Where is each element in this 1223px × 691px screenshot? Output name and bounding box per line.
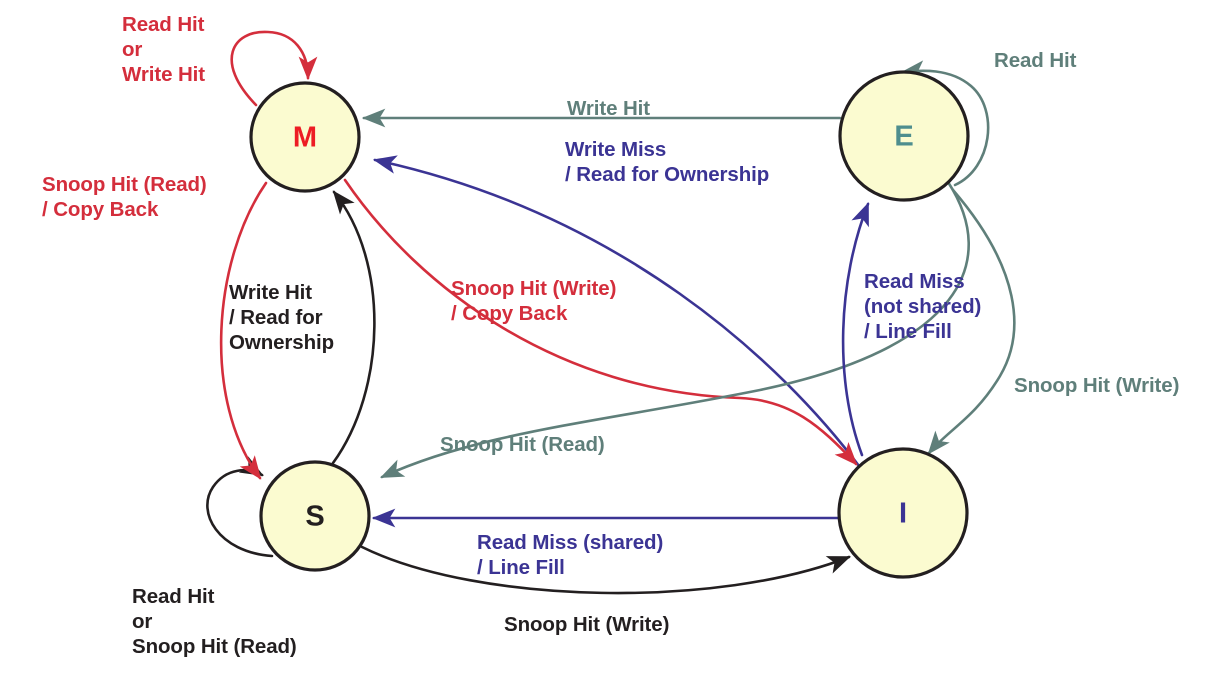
edge-label-s-to-i: Snoop Hit (Write) [504, 613, 670, 636]
node-M[interactable]: M [249, 81, 361, 193]
node-label-e: E [894, 121, 913, 153]
edge-label-e-to-m: Write Hit [567, 97, 651, 120]
edge-label-e-to-s: Snoop Hit (Read) [440, 433, 605, 456]
edge-m-to-i [343, 178, 858, 466]
node-circle-i[interactable] [837, 447, 969, 579]
edge-m-self [230, 30, 318, 107]
node-E[interactable]: E [838, 70, 970, 202]
edge-i-to-m [372, 155, 864, 472]
node-label-i: I [899, 498, 907, 530]
edge-s-to-m [331, 190, 376, 465]
edge-e-to-s [380, 180, 970, 479]
node-circle-m[interactable] [249, 81, 361, 193]
edge-m-to-s [219, 181, 268, 480]
edge-label-s-self: Read Hit or Snoop Hit (Read) [132, 585, 297, 658]
node-circle-s[interactable] [259, 460, 371, 572]
edge-e-to-i [927, 188, 1016, 455]
edge-i-to-e [841, 202, 870, 457]
node-S[interactable]: S [259, 460, 371, 572]
edge-label-e-self: Read Hit [994, 49, 1077, 72]
edge-s-to-i [360, 545, 851, 595]
edge-label-i-to-e: Read Miss (not shared) / Line Fill [864, 270, 982, 343]
edge-label-m-to-s: Snoop Hit (Read) / Copy Back [42, 173, 207, 221]
node-I[interactable]: I [837, 447, 969, 579]
edge-label-i-to-s: Read Miss (shared) / Line Fill [477, 531, 664, 579]
edge-label-m-to-i: Snoop Hit (Write) / Copy Back [451, 277, 617, 325]
edge-label-m-self: Read Hit or Write Hit [122, 13, 206, 86]
node-label-s: S [305, 501, 324, 533]
node-label-m: M [293, 122, 317, 154]
node-circle-e[interactable] [838, 70, 970, 202]
edge-label-i-to-m: Write Miss / Read for Ownership [565, 138, 770, 186]
edge-label-s-to-m: Write Hit / Read for Ownership [229, 281, 335, 354]
edge-e-self [900, 60, 990, 187]
edge-label-e-to-i: Snoop Hit (Write) [1014, 374, 1180, 397]
